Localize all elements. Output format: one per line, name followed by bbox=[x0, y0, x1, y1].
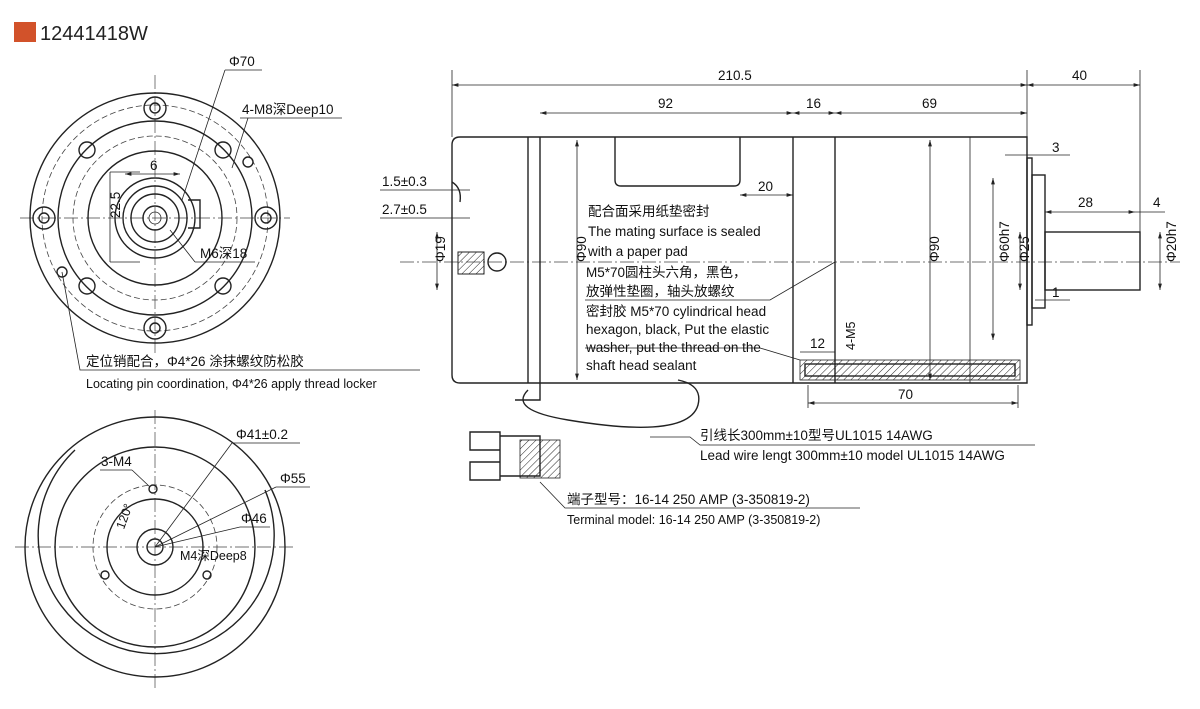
rear-view: Φ41±0.2 3-M4 Φ55 120° Φ46 M4深Deep8 bbox=[15, 410, 310, 690]
dim-70: 70 bbox=[898, 387, 913, 402]
dim-69: 69 bbox=[922, 96, 937, 111]
lead-note-cn: 引线长300mm±10型号UL1015 14AWG bbox=[700, 428, 933, 443]
dim-12: 12 bbox=[810, 336, 825, 351]
dim-2-7: 2.7±0.5 bbox=[382, 202, 427, 217]
dim-6: 6 bbox=[150, 158, 158, 173]
svg-text:配合面采用纸垫密封: 配合面采用纸垫密封 bbox=[588, 203, 710, 219]
seal-note: 配合面采用纸垫密封 The mating surface is sealed w… bbox=[587, 203, 761, 259]
pin-note-en: Locating pin coordination, Φ4*26 apply t… bbox=[86, 377, 377, 391]
svg-text:hexagon, black, Put the elasti: hexagon, black, Put the elastic bbox=[586, 322, 769, 337]
dim-m6: M6深18 bbox=[200, 246, 247, 261]
dim-d70: Φ70 bbox=[229, 54, 255, 69]
dim-d55: Φ55 bbox=[280, 471, 306, 486]
dim-d20h7: Φ20h7 bbox=[1164, 221, 1179, 262]
bolt-holes bbox=[32, 96, 278, 340]
svg-text:放弹性垫圈，轴头放螺纹: 放弹性垫圈，轴头放螺纹 bbox=[586, 284, 735, 299]
dim-22-5: 22.5 bbox=[108, 192, 123, 218]
dim-total: 210.5 bbox=[718, 68, 752, 83]
lead-note-en: Lead wire lengt 300mm±10 model UL1015 14… bbox=[700, 448, 1005, 463]
dim-3: 3 bbox=[1052, 140, 1060, 155]
dim-20: 20 bbox=[758, 179, 773, 194]
dim-shaft: 40 bbox=[1072, 68, 1087, 83]
dim-d19: Φ19 bbox=[433, 236, 448, 262]
svg-text:密封胶 M5*70 cylindrical head: 密封胶 M5*70 cylindrical head bbox=[586, 303, 766, 319]
dim-d90-left: Φ90 bbox=[574, 236, 589, 262]
front-flange-view: Φ70 4-M8深Deep10 6 22.5 M6深18 定位销配合，Φ4*26… bbox=[20, 54, 420, 391]
dim-d46: Φ46 bbox=[241, 511, 267, 526]
pin-note-cn: 定位销配合，Φ4*26 涂抹螺纹防松胶 bbox=[86, 353, 304, 369]
dim-d41: Φ41±0.2 bbox=[236, 427, 288, 442]
svg-text:M5*70圆柱头六角，黑色，: M5*70圆柱头六角，黑色， bbox=[586, 264, 747, 280]
dim-1-5: 1.5±0.3 bbox=[382, 174, 427, 189]
side-view: 210.5 40 92 16 69 20 3 28 4 1 12 4-M5 70… bbox=[380, 68, 1180, 527]
dim-angle: 120° bbox=[114, 502, 136, 531]
dim-16: 16 bbox=[806, 96, 821, 111]
dim-4-m8: 4-M8深Deep10 bbox=[242, 102, 334, 117]
title-marker bbox=[14, 22, 36, 42]
dim-1: 1 bbox=[1052, 285, 1060, 300]
svg-text:with a paper pad: with a paper pad bbox=[587, 244, 688, 259]
terminal-note-en: Terminal model: 16-14 250 AMP (3-350819-… bbox=[567, 513, 820, 527]
svg-text:washer, put the thread on the: washer, put the thread on the bbox=[585, 340, 761, 355]
dim-92: 92 bbox=[658, 96, 673, 111]
dim-d90-right: Φ90 bbox=[927, 236, 942, 262]
terminal-note-cn: 端子型号：16-14 250 AMP (3-350819-2) bbox=[567, 492, 810, 507]
screw-note: M5*70圆柱头六角，黑色， 放弹性垫圈，轴头放螺纹 密封胶 M5*70 cyl… bbox=[585, 264, 769, 373]
dim-4-m5: 4-M5 bbox=[844, 321, 858, 350]
svg-text:The mating surface is sealed: The mating surface is sealed bbox=[588, 224, 761, 239]
dim-m4: M4深Deep8 bbox=[180, 549, 247, 563]
dim-d60h7: Φ60h7 bbox=[997, 221, 1012, 262]
svg-text:shaft head sealant: shaft head sealant bbox=[586, 358, 697, 373]
dim-4: 4 bbox=[1153, 195, 1161, 210]
model-code: 12441418W bbox=[40, 23, 148, 45]
dim-d25: Φ25 bbox=[1017, 236, 1032, 262]
dim-28: 28 bbox=[1078, 195, 1093, 210]
dim-3-m4: 3-M4 bbox=[101, 454, 132, 469]
